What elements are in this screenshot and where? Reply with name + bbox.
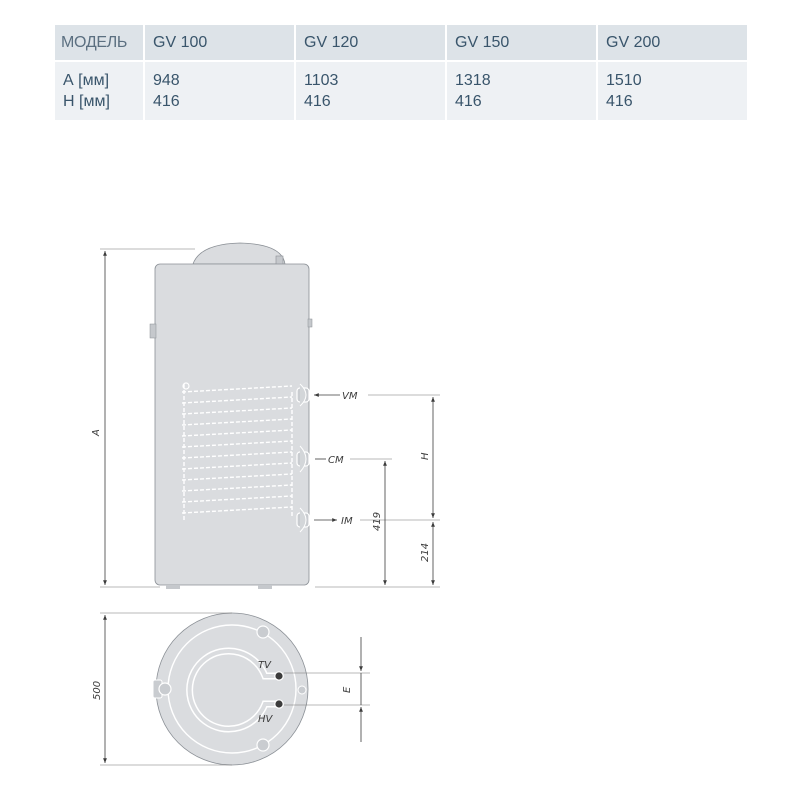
label-im: IM xyxy=(341,516,353,527)
side-lug-right xyxy=(307,318,313,328)
top-view: TV HV 500 E xyxy=(92,612,370,766)
table-row: А [мм] Н [мм] 948 416 1103 416 1318 416 … xyxy=(55,62,747,120)
value-h-gv150: 416 xyxy=(455,93,482,110)
tank-outer-circle xyxy=(155,612,309,766)
coil-loop-top-view-inner xyxy=(187,649,276,731)
table-header-row: МОДЕЛЬ GV 100 GV 120 GV 150 GV 200 xyxy=(55,25,747,62)
row-labels-cell: А [мм] Н [мм] xyxy=(55,62,143,120)
value-a-gv200: 1510 xyxy=(606,72,642,89)
label-hv: HV xyxy=(258,714,274,725)
header-gv100: GV 100 xyxy=(143,25,294,62)
dim-h-label: H xyxy=(420,452,431,460)
row-label-h: Н [мм] xyxy=(63,93,110,110)
tank-body xyxy=(154,263,310,586)
boss-left xyxy=(158,682,172,696)
header-gv150: GV 150 xyxy=(445,25,596,62)
side-bulge-low xyxy=(299,507,307,533)
cell-gv100: 948 416 xyxy=(143,62,294,120)
dim-419-label: 419 xyxy=(372,512,383,531)
value-h-gv200: 416 xyxy=(606,93,633,110)
value-a-gv120: 1103 xyxy=(304,72,339,89)
boss-right xyxy=(297,685,307,695)
coil-top-marker xyxy=(182,382,190,390)
row-label-a: А [мм] xyxy=(63,72,110,89)
cell-gv120: 1103 416 xyxy=(294,62,445,120)
dim-214-label: 214 xyxy=(420,543,431,562)
model-dimensions-table: МОДЕЛЬ GV 100 GV 120 GV 150 GV 200 А [мм… xyxy=(55,25,747,120)
dim-a-label: A xyxy=(91,429,102,437)
side-bulge-top xyxy=(299,383,307,407)
dim-500-label: 500 xyxy=(92,681,103,700)
tank-top-dome xyxy=(192,242,286,265)
value-h-gv120: 416 xyxy=(304,93,331,110)
side-view: A VM CM IM H 214 419 xyxy=(91,242,440,589)
value-a-gv150: 1318 xyxy=(455,72,491,89)
cell-gv150: 1318 416 xyxy=(445,62,596,120)
label-cm: CM xyxy=(328,455,344,466)
heat-exchanger-coil xyxy=(181,384,293,520)
header-gv200: GV 200 xyxy=(596,25,747,62)
header-gv120: GV 120 xyxy=(294,25,445,62)
tank-foot-right xyxy=(258,585,272,589)
label-vm: VM xyxy=(342,391,358,402)
side-lug-left xyxy=(149,323,157,339)
value-a-gv100: 948 xyxy=(153,72,180,89)
header-model: МОДЕЛЬ xyxy=(55,25,143,62)
boss-top xyxy=(256,625,270,639)
tv-connection-point xyxy=(274,671,284,681)
hv-connection-point xyxy=(274,699,284,709)
tank-foot-left xyxy=(166,585,180,589)
boss-bottom xyxy=(256,738,270,752)
side-bulge-mid xyxy=(299,445,307,473)
dim-e-label: E xyxy=(342,686,353,693)
value-h-gv100: 416 xyxy=(153,93,180,110)
label-tv: TV xyxy=(258,660,272,671)
cell-gv200: 1510 416 xyxy=(596,62,747,120)
